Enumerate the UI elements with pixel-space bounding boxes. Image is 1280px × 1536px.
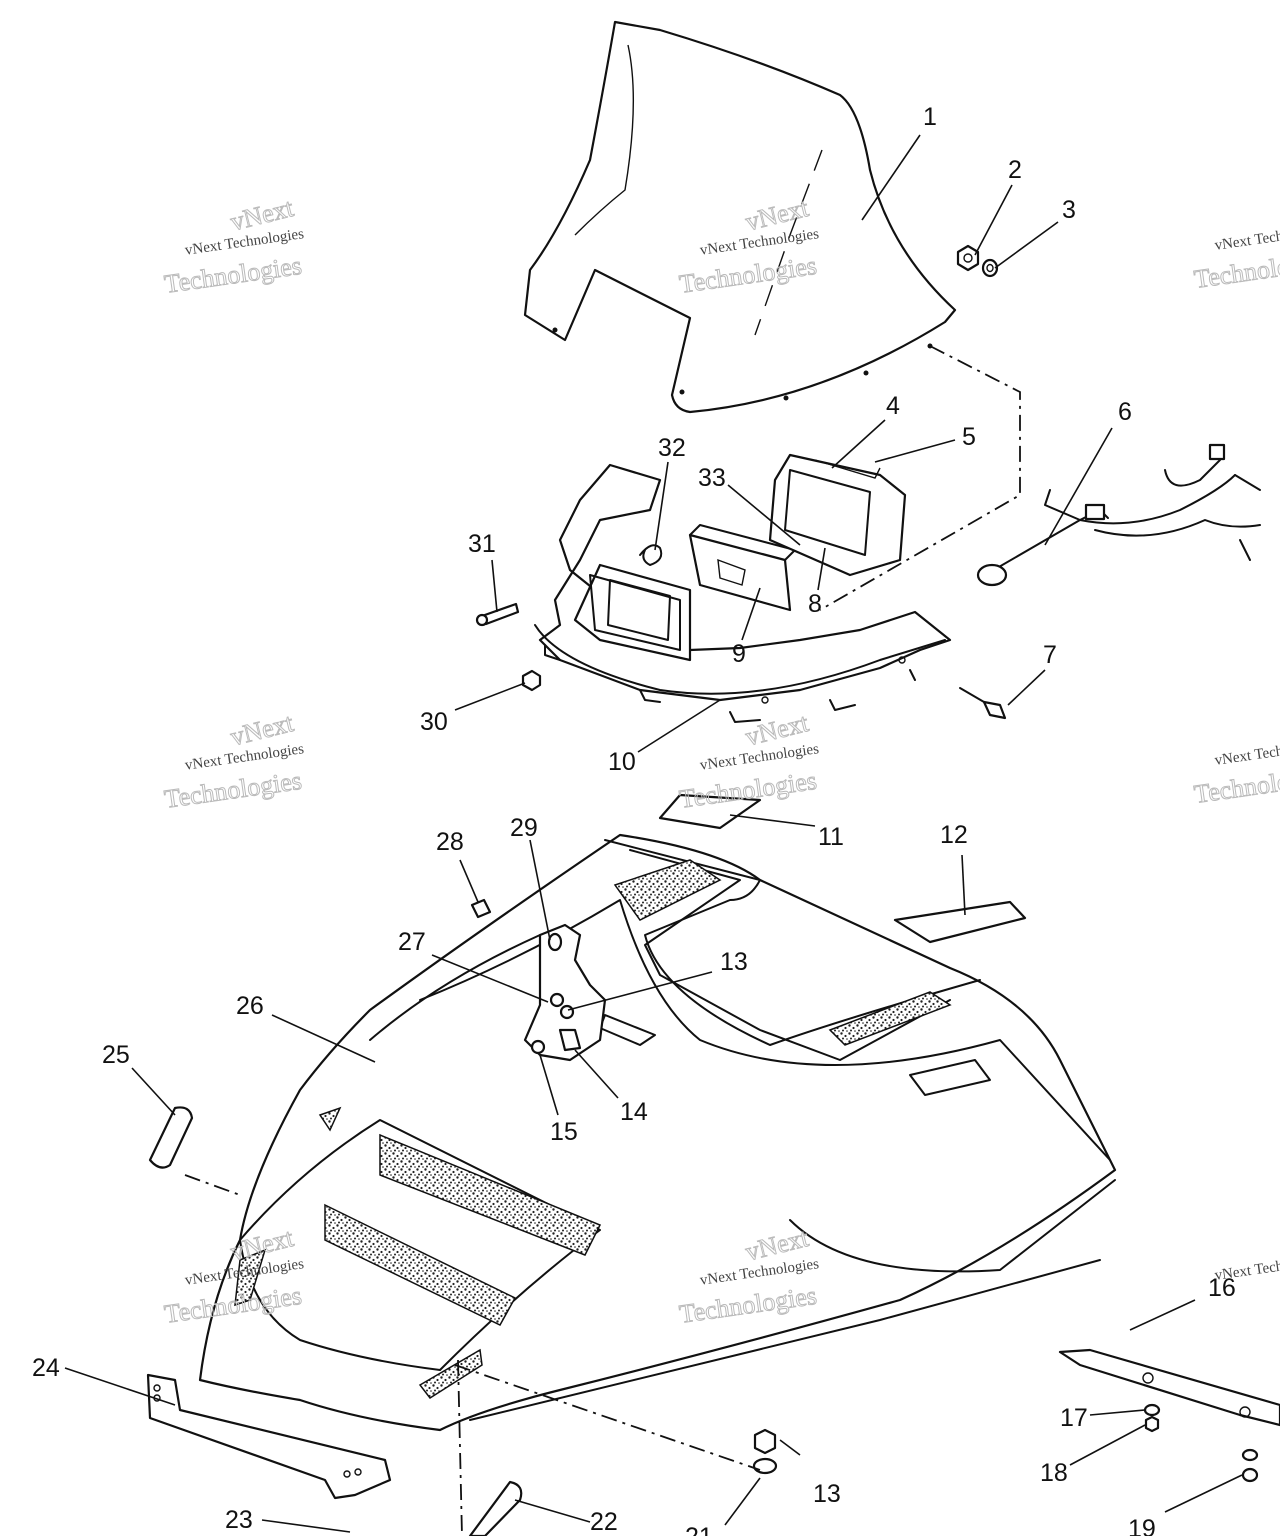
- callout-1: 1: [923, 103, 937, 131]
- callout-10: 10: [608, 748, 636, 776]
- watermark-low-right: vNext Technologies: [1214, 1251, 1280, 1284]
- callout-28: 28: [436, 828, 464, 856]
- callout-8: 8: [808, 590, 822, 618]
- callout-21: 21: [685, 1523, 713, 1536]
- watermarks: vNext Technologies Technologies vNext Te…: [162, 192, 1280, 1329]
- svg-text:Technologies: Technologies: [1192, 761, 1280, 809]
- callout-18: 18: [1040, 1459, 1068, 1487]
- decal-12: [893, 900, 1027, 944]
- washers-17-19: [1143, 1403, 1259, 1483]
- watermark-mid-right: vNext Technologies Technologies: [1192, 736, 1280, 809]
- callout-32: 32: [658, 434, 686, 462]
- svg-text:vNext Technologies: vNext Technologies: [1214, 221, 1280, 254]
- callout-13-lower: 13: [813, 1480, 841, 1508]
- callout-3: 3: [1062, 196, 1076, 224]
- windshield: [523, 20, 957, 414]
- svg-text:Technologies: Technologies: [163, 766, 304, 814]
- leader-lines: [64, 134, 1243, 1533]
- svg-text:vNext Technologies: vNext Technologies: [1214, 736, 1280, 769]
- wiring-harness: [976, 443, 1261, 587]
- callout-24: 24: [32, 1354, 60, 1382]
- callout-31: 31: [468, 530, 496, 558]
- callout-12: 12: [940, 821, 968, 849]
- washer-3: [981, 258, 999, 278]
- callout-labels: 1 2 3 4 5 6 7 8 9 10 11 12 13 13 14 15 1…: [32, 103, 1236, 1536]
- callout-2: 2: [1008, 156, 1022, 184]
- watermark-top-left: vNext Technologies Technologies: [162, 226, 305, 299]
- svg-text:Technologies: Technologies: [163, 251, 304, 299]
- callout-16: 16: [1208, 1274, 1236, 1302]
- callout-13-upper: 13: [720, 948, 748, 976]
- nut-30: [521, 669, 542, 692]
- callout-9: 9: [732, 640, 746, 668]
- hood: [198, 833, 1117, 1432]
- screw-7: [959, 687, 1007, 720]
- screw-31: [475, 602, 520, 627]
- callout-11: 11: [818, 823, 844, 851]
- callout-4: 4: [886, 392, 900, 420]
- callout-17: 17: [1060, 1404, 1088, 1432]
- callout-5: 5: [962, 423, 976, 451]
- callout-29: 29: [510, 814, 538, 842]
- headlight-bezel: [573, 563, 692, 662]
- callout-30: 30: [420, 708, 448, 736]
- headlight-box-4: [768, 453, 907, 577]
- callout-22: 22: [590, 1508, 618, 1536]
- callout-23: 23: [225, 1506, 253, 1534]
- callout-25: 25: [102, 1041, 130, 1069]
- callout-6: 6: [1118, 398, 1132, 426]
- nut-13-lower: [752, 1428, 778, 1475]
- callout-19: 19: [1128, 1515, 1156, 1536]
- spring-32: [639, 544, 663, 566]
- watermark-top-right: vNext Technologies Technologies: [1192, 221, 1280, 294]
- callout-26: 26: [236, 992, 264, 1020]
- pad-22: [468, 1480, 523, 1536]
- svg-text:vNext Technologies: vNext Technologies: [1214, 1251, 1280, 1284]
- callout-15: 15: [550, 1118, 578, 1146]
- callout-27: 27: [398, 928, 426, 956]
- decal-11: [658, 793, 762, 830]
- callout-7: 7: [1043, 641, 1057, 669]
- screw-28: [470, 898, 492, 919]
- pad-25: [148, 1106, 194, 1169]
- watermark-mid-left: vNext Technologies Technologies: [162, 741, 305, 814]
- bracket-24: [146, 1373, 392, 1500]
- callout-33: 33: [698, 464, 726, 492]
- headlight-lamp-9: [688, 524, 796, 612]
- svg-text:Technologies: Technologies: [1192, 246, 1280, 294]
- callout-14: 14: [620, 1098, 648, 1126]
- hood-hinge-bracket: [523, 923, 607, 1062]
- watermark-mid-center: vNext Technologies Technologies: [677, 741, 820, 814]
- nut-2: [956, 244, 980, 272]
- bracket-16: [1058, 1348, 1280, 1427]
